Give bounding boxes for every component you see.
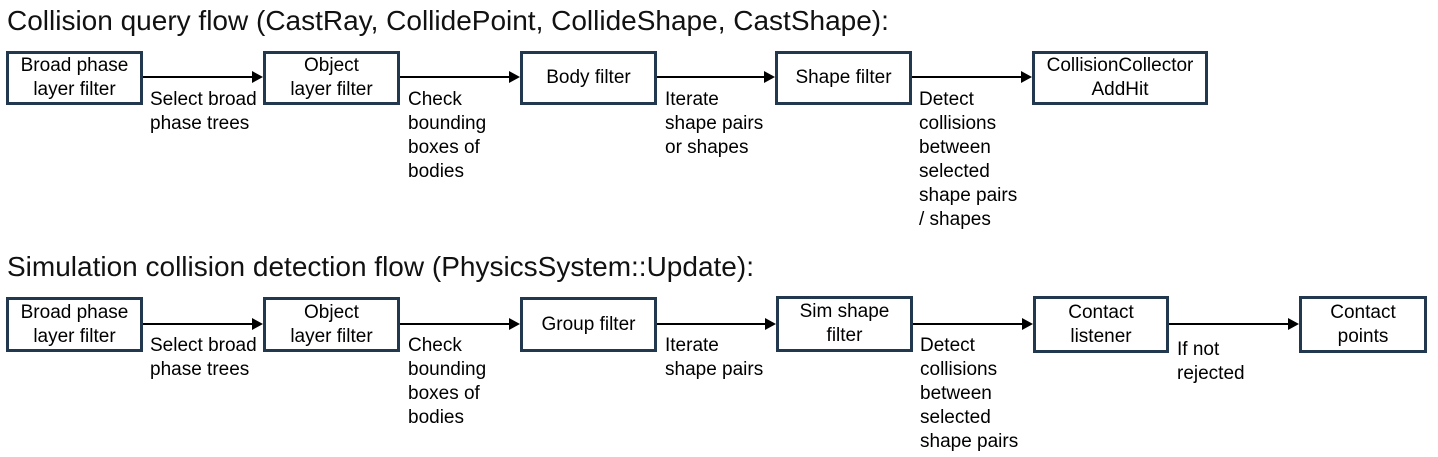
edge-label-if-not-rejected: If not rejected [1177,339,1245,384]
flow-arrow [913,318,1033,330]
node-object-layer-filter-sim: Object layer filter [263,297,400,352]
node-sim-shape-filter: Sim shape filter [776,296,913,352]
node-shape-filter: Shape filter [775,51,912,105]
edge-label-select-broad-phase-trees-sim: Select broad phase trees [150,335,257,380]
flow-arrow [1169,318,1299,330]
edge-label-iterate-shape-pairs: Iterate shape pairs [665,335,764,380]
node-collision-collector-addhit: CollisionCollector AddHit [1032,51,1208,105]
node-broad-phase-layer-filter: Broad phase layer filter [6,51,143,105]
edge-label-iterate-shape-pairs-or-shapes: Iterate shape pairs or shapes [665,89,764,158]
flow-arrow [657,71,775,83]
node-body-filter: Body filter [520,51,657,105]
flow-arrow [143,318,263,330]
flow-arrow [657,318,776,330]
flow-arrow [912,71,1032,83]
edge-label-check-bounding-boxes: Check bounding boxes of bodies [408,89,487,182]
flow-arrow [400,318,520,330]
flow-arrow [400,71,520,83]
flow-arrow [143,71,263,83]
node-object-layer-filter: Object layer filter [263,51,400,105]
flow2-title: Simulation collision detection flow (Phy… [7,251,754,282]
edge-label-detect-collisions-query: Detect collisions between selected shape… [919,89,1018,230]
edge-label-detect-collisions-sim: Detect collisions between selected shape… [920,335,1019,452]
node-contact-listener: Contact listener [1033,296,1169,353]
edge-label-check-bounding-boxes-sim: Check bounding boxes of bodies [408,335,487,428]
node-broad-phase-layer-filter-sim: Broad phase layer filter [6,297,143,352]
edge-label-select-broad-phase-trees: Select broad phase trees [150,89,257,134]
node-group-filter: Group filter [520,297,657,352]
flow1-title: Collision query flow (CastRay, CollidePo… [7,5,889,36]
node-contact-points: Contact points [1299,296,1427,353]
